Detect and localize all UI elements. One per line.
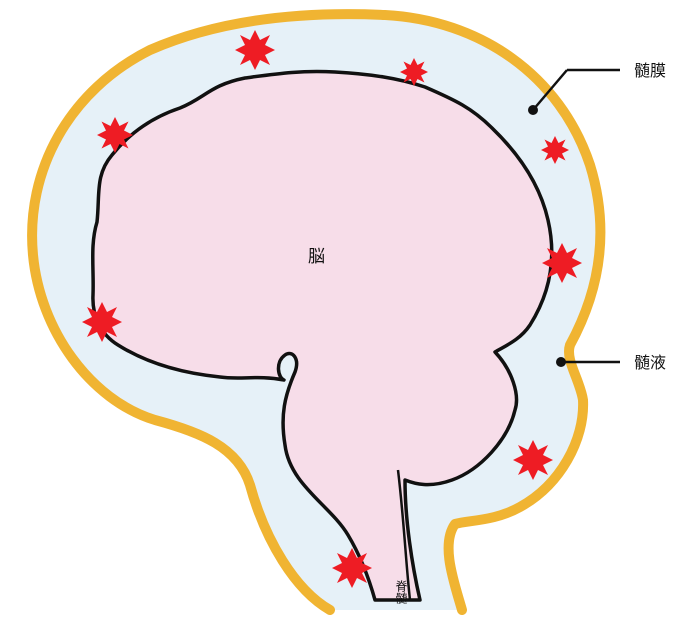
brain-label: 脳: [308, 247, 325, 267]
red-starburst-icon: [541, 136, 569, 164]
csf-pointer-dot: [556, 357, 566, 367]
meninges-label: 髄膜: [634, 61, 666, 80]
meninges-pointer-dot: [528, 105, 538, 115]
red-starburst-icon: [542, 243, 582, 283]
red-starburst-icon: [235, 30, 275, 70]
red-starburst-icon: [82, 302, 122, 342]
red-starburst-icon: [513, 440, 553, 480]
red-starburst-icon: [97, 117, 133, 153]
csf-label: 髄液: [634, 353, 666, 372]
red-starburst-icon: [332, 548, 372, 588]
spinal-cord-label: 脊髄: [394, 580, 408, 604]
red-starburst-icon: [400, 58, 428, 86]
